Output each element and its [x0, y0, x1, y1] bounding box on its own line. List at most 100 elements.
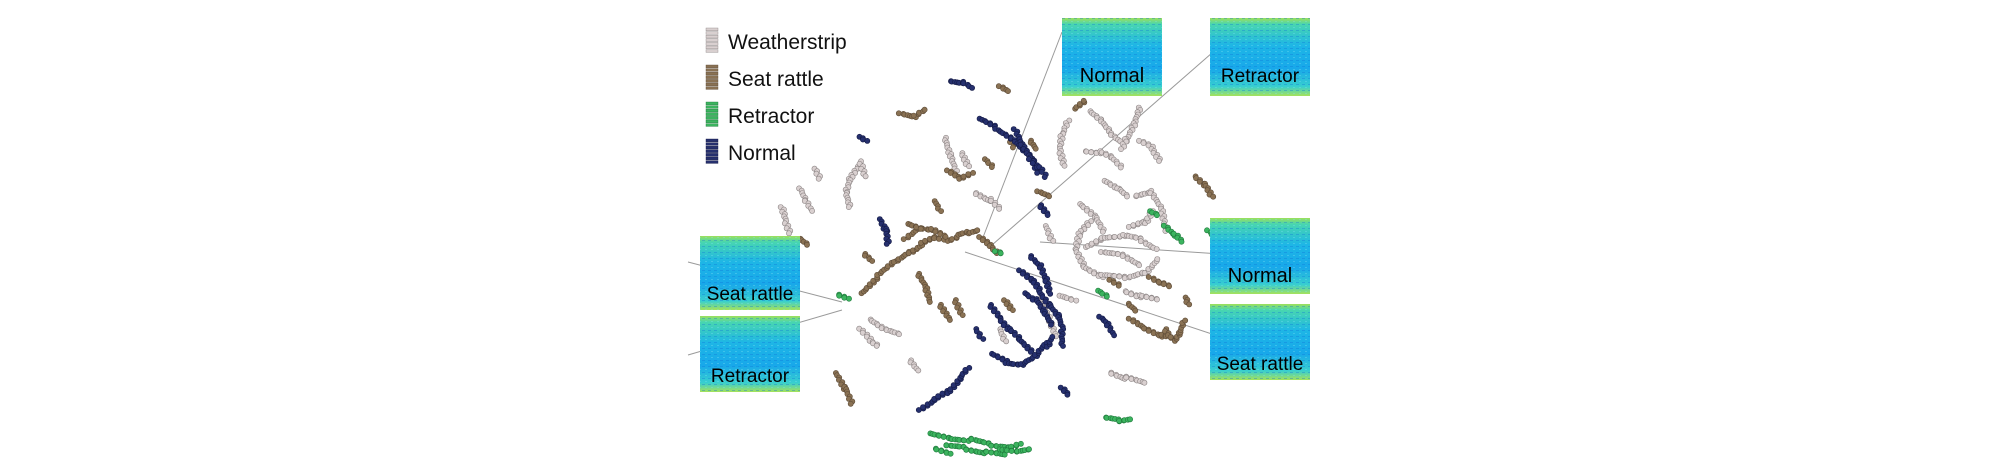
- legend-swatch: [705, 68, 719, 72]
- scatter-point: [926, 299, 933, 305]
- scatter-point: [1154, 256, 1161, 262]
- scatter-point: [966, 364, 973, 371]
- scatter-point: [1111, 273, 1118, 279]
- scatter-point: [1088, 149, 1095, 156]
- scatter-point: [961, 437, 967, 444]
- legend-swatch: [705, 153, 719, 157]
- scatter-point: [1048, 321, 1054, 328]
- legend-swatch: [705, 108, 719, 113]
- scatter-point: [845, 204, 852, 210]
- legend-swatch: [705, 82, 719, 86]
- scatter-point: [873, 342, 880, 349]
- spectrogram-texture: [700, 236, 800, 310]
- scatter-point: [992, 248, 998, 255]
- legend-swatch: [705, 138, 719, 142]
- scatter-point: [1143, 294, 1150, 300]
- series-weatherstrip: [777, 104, 1169, 386]
- scatter-point: [1013, 441, 1020, 448]
- legend-label: Seat rattle: [728, 68, 824, 91]
- scatter-point: [1008, 448, 1015, 454]
- scatter-point: [936, 432, 942, 439]
- scatter-point: [1178, 238, 1185, 245]
- scatter-point: [1182, 317, 1189, 324]
- scatter-point: [947, 317, 953, 323]
- legend-item-seat-rattle: Seat rattle: [705, 64, 824, 91]
- scatter-point: [846, 295, 852, 302]
- scatter-point: [1108, 370, 1115, 377]
- scatter-point: [1124, 193, 1130, 200]
- scatter-point: [1155, 279, 1162, 286]
- scatter-point: [869, 258, 876, 264]
- scatter-point: [959, 312, 966, 318]
- scatter-point: [1093, 238, 1099, 245]
- scatter-point: [936, 235, 942, 242]
- scatter-point: [1119, 253, 1126, 259]
- scatter-point: [1132, 307, 1139, 314]
- inset-1: Normal: [1062, 18, 1162, 96]
- scatter-point: [1123, 374, 1130, 381]
- legend-swatch: [705, 79, 719, 83]
- scatter-point: [1111, 233, 1118, 240]
- scatter-point: [1110, 279, 1117, 286]
- inset-2: Retractor: [1210, 18, 1310, 96]
- scatter-point: [963, 446, 970, 453]
- connector-line-5: [1039, 241, 1237, 256]
- scatter-point: [910, 112, 917, 119]
- scatter-point: [983, 448, 990, 455]
- scatter-point: [960, 173, 967, 180]
- scatter-point: [1018, 440, 1024, 447]
- scatter-point: [1083, 148, 1090, 155]
- spectrogram-texture: [1062, 18, 1162, 96]
- scatter-point: [1136, 262, 1142, 269]
- scatter-point: [1050, 237, 1057, 244]
- scatter-point: [933, 446, 940, 453]
- scatter-point: [1154, 296, 1160, 303]
- scatter-point: [1064, 391, 1071, 398]
- scatter-point: [997, 250, 1004, 257]
- inset-label: Normal: [1080, 65, 1144, 87]
- scatter-point: [1026, 446, 1032, 453]
- scatter-point: [1210, 193, 1217, 200]
- scatter-point: [815, 175, 822, 182]
- legend-swatch: [705, 116, 719, 120]
- scatter-point: [940, 434, 947, 440]
- scatter-point: [809, 207, 815, 214]
- scatter-point: [915, 367, 922, 374]
- scatter-point: [1166, 283, 1172, 290]
- scatter-point: [1080, 97, 1087, 104]
- series-seat-rattle: [797, 83, 1244, 407]
- inset-label: Seat rattle: [1217, 354, 1304, 375]
- inset-label: Retractor: [1221, 66, 1300, 87]
- scatter-point: [896, 331, 902, 338]
- scatter-point: [947, 450, 954, 457]
- connector-line-6: [964, 251, 1237, 343]
- scatter-point: [1099, 228, 1106, 235]
- scatter-point: [1154, 212, 1160, 219]
- legend-item-retractor: Retractor: [705, 101, 814, 128]
- scatter-point: [1047, 290, 1054, 297]
- scatter-point: [864, 137, 871, 144]
- legend-swatch: [705, 35, 719, 39]
- scatter-point: [1145, 274, 1152, 280]
- scatter-point: [988, 164, 995, 170]
- scatter-point: [1061, 162, 1068, 169]
- series-retractor: [836, 208, 1217, 458]
- legend-swatch: [705, 31, 719, 35]
- legend-swatch: [705, 101, 719, 105]
- inset-5: Normal: [1210, 218, 1310, 294]
- legend-swatch: [705, 42, 719, 46]
- scatter-point: [1041, 174, 1048, 180]
- scatter-point: [921, 106, 928, 113]
- scatter-point: [1167, 334, 1174, 341]
- scatter-point: [974, 227, 981, 234]
- scatter-point: [980, 336, 987, 342]
- scatter-point: [1103, 151, 1109, 158]
- spectrogram-texture: [1210, 18, 1310, 96]
- legend-swatch: [705, 86, 719, 90]
- inset-label: Seat rattle: [707, 284, 794, 305]
- legend-swatch: [705, 149, 719, 153]
- scatter-point: [862, 173, 869, 180]
- scatter-point: [1049, 333, 1056, 340]
